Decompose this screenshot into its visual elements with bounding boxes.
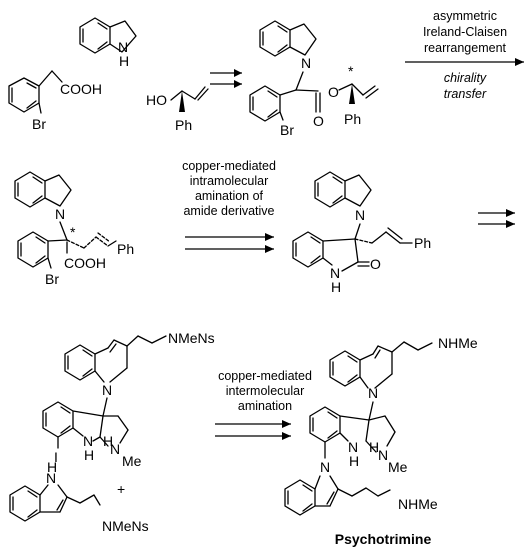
oxindole-o-label: O — [370, 256, 381, 272]
ester-ph-label: Ph — [344, 111, 361, 127]
plus-sign: + — [117, 481, 125, 497]
prod-top-n-label: N — [368, 385, 378, 401]
ireland-claisen-line1: asymmetric — [433, 9, 497, 23]
iodo-label: I — [54, 449, 58, 465]
indoline-n-label: N — [118, 39, 128, 55]
prod-me-label: Me — [388, 459, 408, 475]
carbonyl-o-label: O — [313, 113, 324, 129]
inter-line1: copper-mediated — [218, 369, 312, 383]
indoline-molecule: N H — [79, 17, 137, 69]
sub-nh-n-label: N — [83, 433, 93, 449]
sub-indole-n-label: N — [102, 382, 112, 398]
prod-nh-n-label: N — [348, 439, 358, 455]
acid-cooh-label: COOH — [64, 255, 106, 271]
intra-line1: copper-mediated — [182, 159, 276, 173]
bromophenylacetic-acid: COOH Br — [8, 70, 102, 132]
intramolecular-amination-arrow: copper-mediated intramolecular amination… — [182, 159, 276, 253]
multistep-arrow-1 — [210, 69, 242, 88]
sub-me-label: Me — [122, 453, 142, 469]
nhme-label-2: NHMe — [398, 496, 438, 512]
sub-h-label: H — [103, 433, 113, 449]
indoline-h-label: H — [119, 53, 129, 69]
oxindole-nh-h-label: H — [331, 279, 341, 295]
ester-intermediate: N Br O O * Ph — [249, 20, 379, 138]
oxindole-intermediate: N N H O Ph — [292, 171, 431, 295]
oxindole-n-label: N — [355, 207, 365, 223]
br-label: Br — [32, 116, 46, 132]
ester-o-label: O — [328, 84, 339, 100]
inter-line3: amination — [238, 399, 292, 413]
oxindole-ph-label: Ph — [414, 235, 431, 251]
ireland-claisen-line3: rearrangement — [424, 41, 507, 55]
ireland-claisen-line2: Ireland-Claisen — [423, 25, 507, 39]
ester-br-label: Br — [280, 122, 294, 138]
allylic-alcohol: HO Ph — [146, 86, 209, 133]
intermolecular-amination-arrow: copper-mediated intermolecular amination — [215, 369, 312, 440]
nmens-label-2: NMeNs — [102, 518, 149, 534]
sub-pyrrol-n-label: N — [110, 441, 120, 457]
ph-label-alcohol: Ph — [175, 117, 192, 133]
sub-nh-h-label: H — [84, 447, 94, 463]
prod-bottom-n-label: N — [320, 459, 330, 475]
stereo-star-2: * — [70, 224, 76, 240]
ester-n-label: N — [301, 55, 311, 71]
nhme-label-1: NHMe — [438, 335, 478, 351]
iodo-pyrroloindoline: N NMeNs N H H N Me I — [42, 330, 215, 469]
trp-n-label: N — [46, 470, 56, 486]
cooh-label: COOH — [60, 81, 102, 97]
ireland-claisen-arrow: asymmetric Ireland-Claisen rearrangement… — [405, 9, 524, 101]
psychotrimine-structure: N NHMe N H H N Me N NHM — [284, 335, 478, 516]
multistep-arrow-2 — [478, 209, 515, 228]
nmens-label-1: NMeNs — [168, 330, 215, 346]
prod-nh-h-label: H — [349, 453, 359, 469]
acid-br-label: Br — [45, 271, 59, 287]
ho-label: HO — [146, 92, 167, 108]
tryptamine-derivative: N H NMeNs — [9, 459, 149, 534]
prod-h-label: H — [369, 439, 379, 455]
chirality-line: chirality — [444, 71, 487, 85]
product-name: Psychotrimine — [335, 531, 432, 547]
intra-line4: amide derivative — [183, 204, 274, 218]
oxindole-n2-label: N — [330, 265, 340, 281]
intra-line3: amination of — [195, 189, 264, 203]
trp-h-label: H — [47, 459, 57, 475]
transfer-line: transfer — [444, 87, 487, 101]
inter-line2: intermolecular — [226, 384, 305, 398]
acid-n-label: N — [55, 206, 65, 222]
stereo-star-1: * — [348, 63, 354, 79]
rearranged-acid: N * Br COOH Ph — [14, 171, 134, 287]
intra-line2: intramolecular — [190, 174, 269, 188]
acid-ph-label: Ph — [117, 241, 134, 257]
prod-pyrrol-n-label: N — [378, 447, 388, 463]
